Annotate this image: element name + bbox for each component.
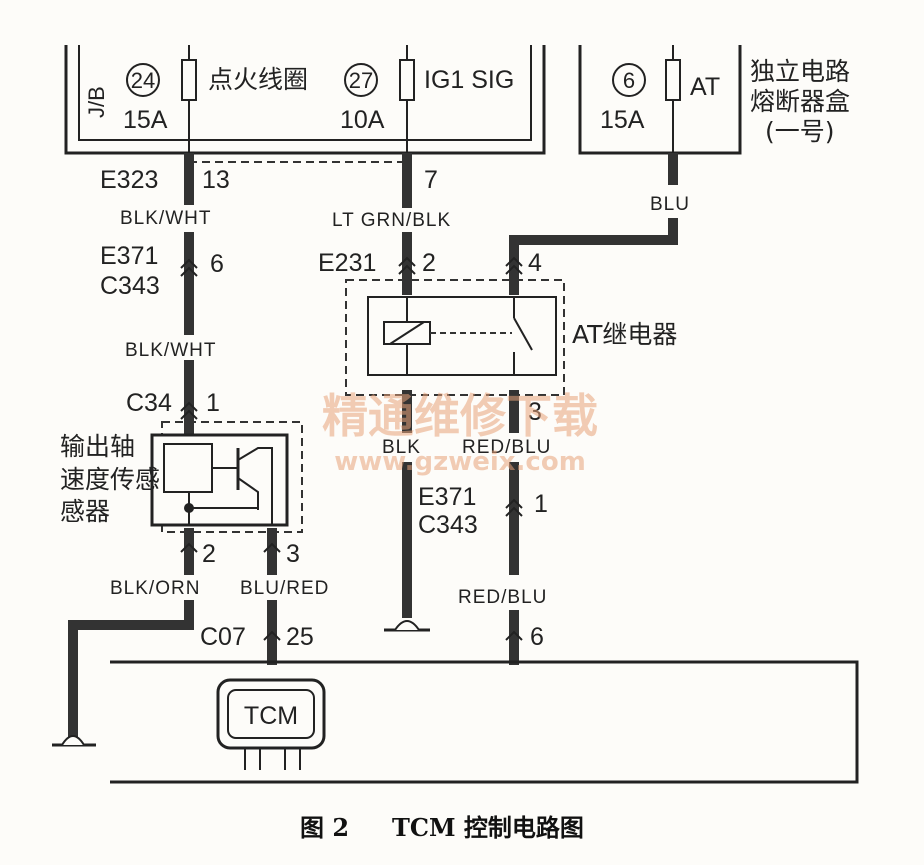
- wire-blu: [509, 218, 678, 295]
- watermark-url: www.gzweix.com: [334, 447, 586, 477]
- wire-label-blk-wht-1: BLK/WHT: [120, 208, 211, 229]
- wire-label-blk-orn: BLK/ORN: [110, 578, 200, 599]
- fuse-24: 24 15A 点火线圈: [123, 45, 308, 153]
- relay-pin-4: 4: [528, 249, 542, 277]
- svg-text:15A: 15A: [123, 106, 168, 134]
- wire-label-blk-wht-2: BLK/WHT: [125, 340, 216, 361]
- output-shaft-speed-sensor: [150, 421, 303, 533]
- svg-text:熔断器盒: 熔断器盒: [750, 87, 850, 116]
- sensor-pin-2: 2: [202, 540, 216, 568]
- connector-e371-b: E371: [418, 483, 476, 511]
- pin-e323: 13: [202, 166, 230, 194]
- wire-label-red-blu-1: RED/BLU: [462, 437, 551, 458]
- svg-text:27: 27: [349, 68, 373, 93]
- connector-e323: E323: [100, 166, 158, 194]
- svg-text:输出轴: 输出轴: [60, 432, 135, 461]
- independent-fuse-box-label: 独立电路 熔断器盒 (一号): [750, 57, 850, 146]
- at-relay: [345, 279, 565, 396]
- pin-7: 7: [424, 166, 438, 194]
- connector-c34: C34: [126, 389, 172, 417]
- tcm-label: TCM: [244, 702, 298, 730]
- independent-fuse-box: [578, 45, 742, 155]
- svg-text:AT: AT: [690, 73, 720, 101]
- ground-symbol-relay: [384, 620, 430, 632]
- ground-symbol-sensor: [52, 735, 96, 747]
- fuse-6: 6 15A AT: [600, 45, 720, 153]
- sensor-label: 输出轴 速度传感 感器: [60, 432, 160, 526]
- wire-label-blu-red: BLU/RED: [240, 578, 329, 599]
- relay-pin-3: 3: [528, 398, 542, 426]
- svg-text:(一号): (一号): [765, 117, 835, 146]
- watermark-title: 精通维修下载: [322, 389, 598, 443]
- connector-e371-a: E371: [100, 242, 158, 270]
- svg-text:感器: 感器: [60, 497, 110, 526]
- svg-text:IG1 SIG: IG1 SIG: [424, 66, 514, 94]
- junction-block: [64, 45, 546, 155]
- svg-text:15A: 15A: [600, 106, 645, 134]
- tcm-icon: [216, 678, 326, 770]
- svg-text:速度传感: 速度传感: [60, 465, 160, 494]
- wire-label-red-blu-2: RED/BLU: [458, 587, 547, 608]
- svg-text:24: 24: [131, 68, 155, 93]
- connector-chevrons: [180, 256, 523, 641]
- connector-c07: C07: [200, 623, 246, 651]
- wire-blk-orn-ground: [68, 600, 194, 740]
- at-relay-label: AT继电器: [572, 320, 677, 349]
- svg-text:6: 6: [623, 68, 635, 93]
- sensor-pin-3: 3: [286, 540, 300, 568]
- caption-title: TCM 控制电路图: [392, 813, 584, 842]
- caption-fig-number: 图 2: [300, 813, 349, 842]
- fuse-27: 27 10A IG1 SIG: [340, 45, 514, 153]
- pin-e231: 2: [422, 249, 436, 277]
- pin-c07: 25: [286, 623, 314, 651]
- pin-e371-a: 6: [210, 250, 224, 278]
- svg-text:10A: 10A: [340, 106, 385, 134]
- tcm-pin-6: 6: [530, 623, 544, 651]
- wire-label-blk: BLK: [382, 437, 421, 458]
- wire-label-blu: BLU: [650, 194, 690, 215]
- jb-label: J/B: [84, 86, 109, 118]
- tcm-outline: [110, 660, 859, 784]
- wire-label-lt-grn-blk: LT GRN/BLK: [332, 210, 451, 231]
- connector-c343-a: C343: [100, 272, 160, 300]
- svg-text:点火线圈: 点火线圈: [208, 65, 308, 94]
- connector-c343-b: C343: [418, 511, 478, 539]
- pin-e371-b: 1: [534, 490, 548, 518]
- pin-c34: 1: [206, 389, 220, 417]
- connector-e231: E231: [318, 249, 376, 277]
- svg-text:独立电路: 独立电路: [750, 57, 850, 86]
